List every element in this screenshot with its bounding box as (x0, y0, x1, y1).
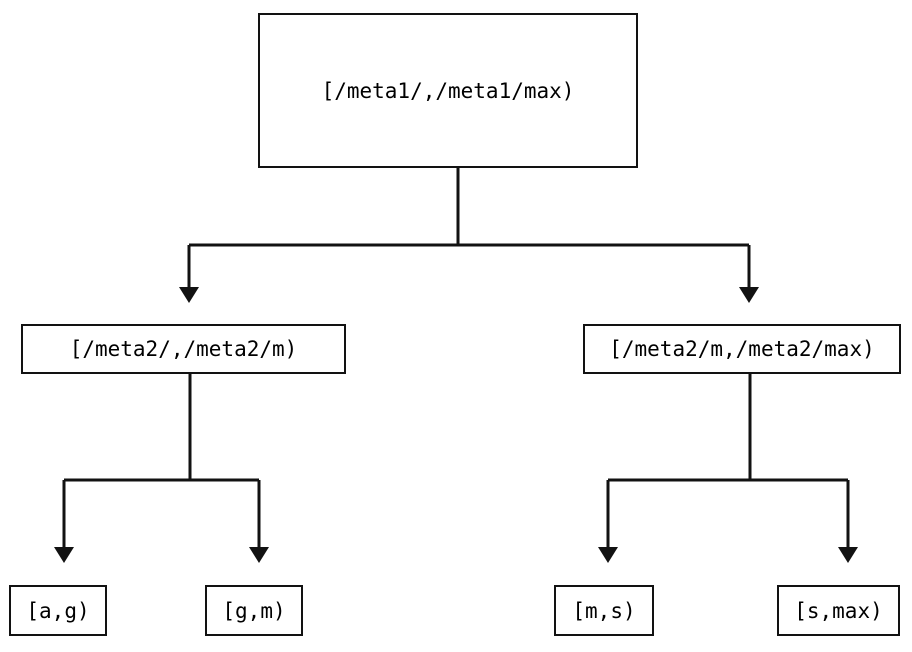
arrowhead-to-leaf4 (838, 547, 858, 563)
arrowhead-to-mid-right (739, 287, 759, 303)
node-leaf-a-g[interactable]: [a,g) (9, 585, 107, 636)
node-root[interactable]: [/meta1/,/meta1/max) (258, 13, 638, 168)
node-leaf-s-max[interactable]: [s,max) (777, 585, 900, 636)
arrowhead-to-leaf3 (598, 547, 618, 563)
arrowhead-to-mid-left (179, 287, 199, 303)
node-mid-right[interactable]: [/meta2/m,/meta2/max) (583, 324, 901, 374)
node-leaf-m-s[interactable]: [m,s) (554, 585, 654, 636)
arrowhead-to-leaf1 (54, 547, 74, 563)
node-leaf-g-m[interactable]: [g,m) (205, 585, 303, 636)
node-mid-left[interactable]: [/meta2/,/meta2/m) (21, 324, 346, 374)
arrowhead-to-leaf2 (249, 547, 269, 563)
